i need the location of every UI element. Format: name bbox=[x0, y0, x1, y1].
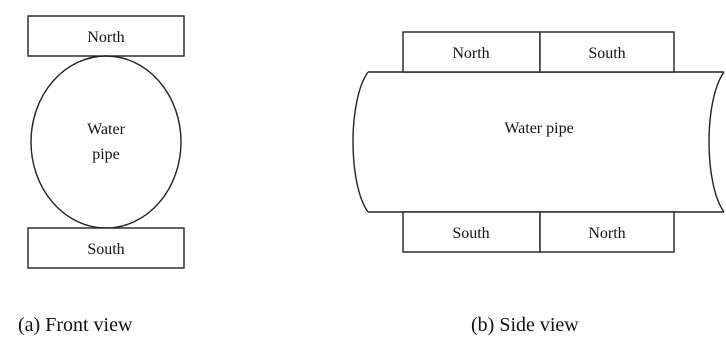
side-water-pipe-left-end bbox=[352, 71, 369, 213]
front-north-magnet-label: North bbox=[87, 29, 124, 46]
side-top-magnet-1-label: North bbox=[452, 45, 489, 62]
front-view-panel: North Water pipe South (a) Front view bbox=[18, 15, 185, 336]
front-water-pipe-cross-section bbox=[30, 55, 182, 229]
side-top-magnet-2 bbox=[539, 31, 675, 73]
side-bottom-magnet-2-label: North bbox=[588, 225, 625, 242]
front-north-magnet bbox=[27, 15, 185, 57]
side-view-panel: Water pipe North South South North (b) S… bbox=[352, 31, 725, 336]
front-view-caption: (a) Front view bbox=[18, 314, 133, 336]
side-view-caption: (b) Side view bbox=[471, 314, 579, 336]
front-water-pipe-label-line1: Water bbox=[87, 121, 125, 138]
side-bottom-magnet-2 bbox=[539, 211, 675, 253]
side-water-pipe-label: Water pipe bbox=[504, 120, 573, 137]
front-water-pipe-label-line2: pipe bbox=[92, 146, 120, 163]
front-south-magnet bbox=[27, 227, 185, 269]
side-water-pipe-right-end bbox=[708, 71, 725, 213]
front-south-magnet-label: South bbox=[87, 241, 124, 258]
side-bottom-magnet-1-label: South bbox=[452, 225, 489, 242]
side-top-magnet-1 bbox=[402, 31, 541, 73]
side-top-magnet-2-label: South bbox=[588, 45, 625, 62]
